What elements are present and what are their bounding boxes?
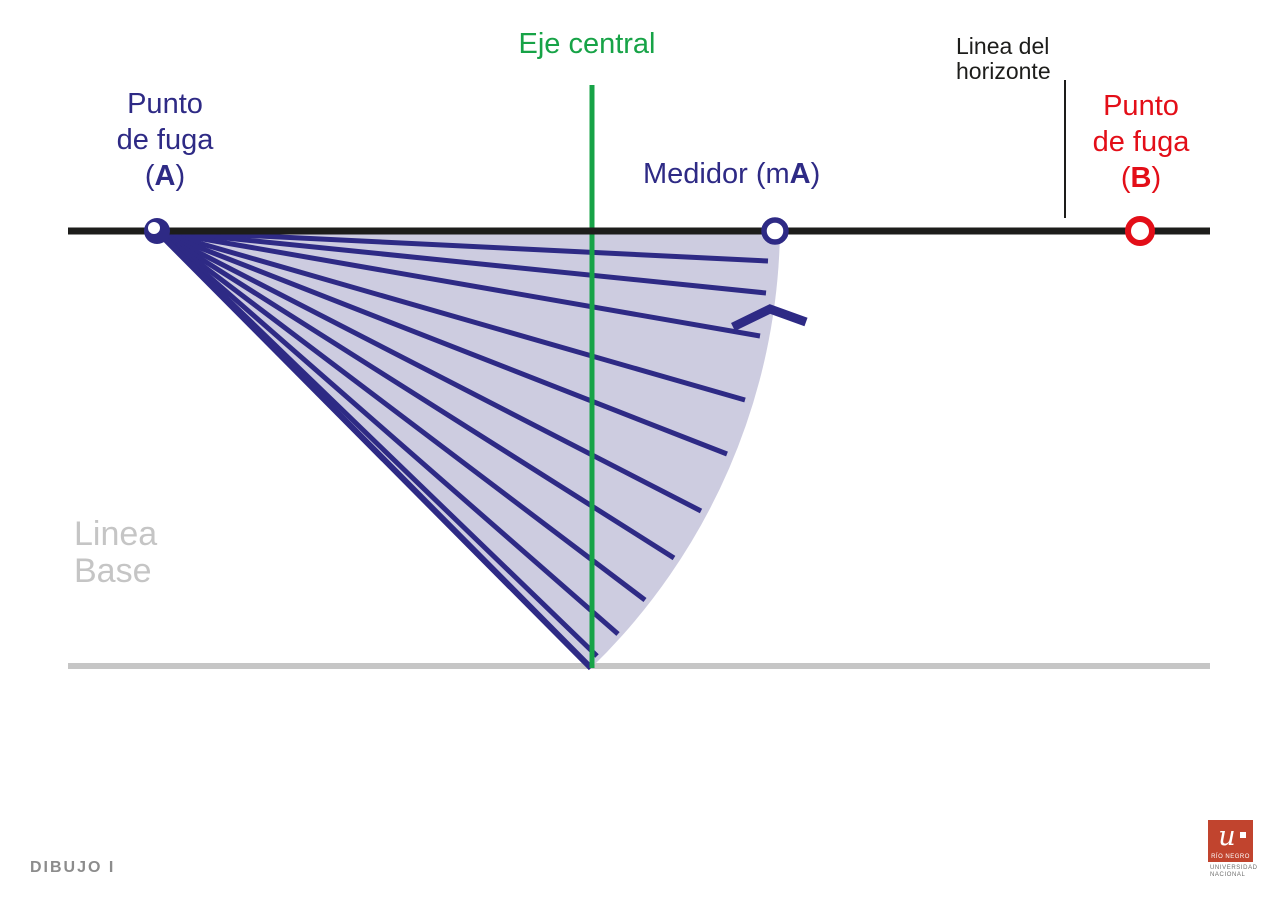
point-a-hole (148, 222, 160, 234)
vp-a-line2: de fuga (116, 124, 214, 156)
course-title-label: DIBUJO I (30, 859, 116, 876)
radial-line (156, 228, 728, 457)
central-axis-label: Eje central (518, 28, 656, 60)
vp-a-paren-open: ( (144, 160, 155, 192)
logo-dot-icon (1240, 832, 1246, 838)
point-a-marker (144, 218, 170, 244)
radial-line (155, 228, 703, 514)
vp-a-paren-close: ) (175, 160, 186, 192)
vanishing-point-b-label: Punto de fuga (B) (1071, 88, 1211, 196)
point-ma-marker (761, 217, 789, 245)
horizon-line-label: Linea del horizonte (956, 33, 1051, 84)
logo-university-label: UNIVERSIDAD NACIONAL (1210, 865, 1258, 878)
university-logo: u RÍO NEGRO UNIVERSIDAD NACIONAL (1208, 820, 1258, 879)
logo-u-glyph: u (1218, 821, 1236, 852)
radial-line (155, 228, 676, 561)
medidor-letter: A (789, 158, 811, 190)
radial-line (155, 229, 620, 636)
vp-b-letter: B (1130, 162, 1152, 194)
logo-square: u RÍO NEGRO (1208, 820, 1253, 862)
radial-line (155, 229, 647, 602)
point-b-marker (1125, 216, 1155, 246)
vp-a-letter: A (154, 160, 176, 192)
radial-line (156, 228, 767, 296)
radial-line (156, 228, 761, 339)
logo-rio-negro-label: RÍO NEGRO (1211, 854, 1250, 860)
radiating-lines (154, 228, 769, 671)
medidor-prefix: Medidor (m (643, 158, 790, 190)
vp-a-line1: Punto (127, 88, 203, 120)
vp-b-line1: Punto (1103, 90, 1179, 122)
fan-boundary-line (154, 228, 594, 671)
vp-b-paren-close: ) (1151, 162, 1162, 194)
base-line-label: Linea Base (74, 515, 158, 590)
radial-line (156, 228, 769, 264)
radial-line (156, 228, 746, 403)
medidor-suffix: ) (810, 158, 821, 190)
vanishing-point-a-label: Punto de fuga (A) (95, 86, 235, 194)
measuring-fan-fill (157, 231, 780, 668)
measuring-point-label: Medidor (mA) (643, 158, 820, 191)
rotation-arrow-icon (731, 304, 808, 332)
vp-b-paren-open: ( (1120, 162, 1131, 194)
vp-b-line2: de fuga (1092, 126, 1190, 158)
